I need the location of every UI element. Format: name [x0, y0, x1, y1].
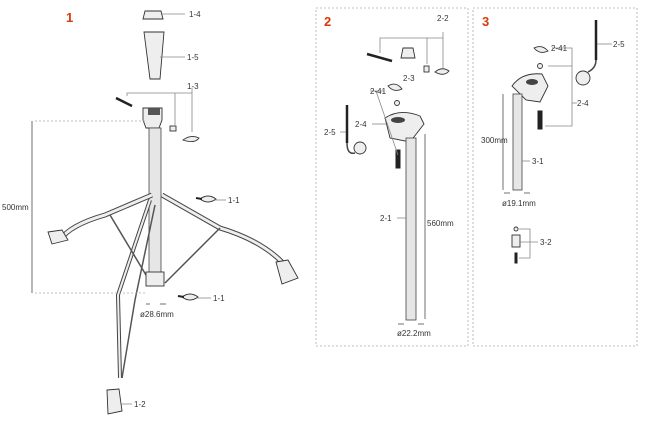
- label-2-41-section3: 2-41: [551, 44, 568, 53]
- section-2-number: 2: [324, 14, 331, 29]
- part-2-4-bolt-3: [537, 110, 543, 130]
- lower-bracket: [145, 271, 165, 287]
- label-1-2: 1-2: [134, 400, 146, 409]
- section-1-number: 1: [66, 10, 73, 25]
- label-2-4: 2-4: [355, 120, 367, 129]
- panel-3-frame: [472, 7, 638, 347]
- part-2-2-bolt: [366, 52, 393, 63]
- part-1-1-wingbolt-upper: [199, 195, 217, 203]
- dim-length-300: 300mm: [481, 136, 508, 145]
- label-3-1: 3-1: [532, 157, 544, 166]
- dim-diameter-28-6: ø28.6mm: [140, 310, 174, 319]
- part-2-3-clamp: [400, 47, 416, 59]
- part-1-2-foot: [106, 388, 123, 415]
- part-2-41-wingnut: [387, 83, 403, 91]
- foot-left: [47, 229, 69, 245]
- part-1-3-bolt: [115, 96, 133, 108]
- label-1-4: 1-4: [189, 10, 201, 19]
- part-3-2-cap: [511, 234, 521, 248]
- foot-right: [275, 259, 299, 285]
- dim-diameter-22-2: ø22.2mm: [397, 329, 431, 338]
- part-1-4-clamp: [142, 10, 164, 20]
- label-1-1-upper: 1-1: [228, 196, 240, 205]
- dim-diameter-19-1: ø19.1mm: [502, 199, 536, 208]
- part-1-1-wingbolt-lower: [181, 293, 199, 301]
- dim-height-500: 500mm: [2, 203, 29, 212]
- label-2-4-section3: 2-4: [577, 99, 589, 108]
- label-2-5-section3: 2-5: [613, 40, 625, 49]
- label-2-41: 2-41: [370, 87, 387, 96]
- part-2-5-ball-3: [575, 70, 591, 86]
- part-1-3-wingnut: [182, 135, 200, 143]
- panel-2-frame: [315, 7, 469, 347]
- label-1-5: 1-5: [187, 53, 199, 62]
- label-2-3: 2-3: [403, 74, 415, 83]
- arm-assembly-3-drawing: [502, 20, 612, 264]
- label-2-5: 2-5: [324, 128, 336, 137]
- part-2-5-ball: [353, 141, 367, 155]
- part-3-1-tube: [512, 93, 523, 191]
- label-3-2: 3-2: [540, 238, 552, 247]
- arm-assembly-2-drawing: [340, 32, 450, 325]
- label-2-1: 2-1: [380, 214, 392, 223]
- part-2-4-clamp: [384, 112, 425, 143]
- label-1-3: 1-3: [187, 82, 199, 91]
- stand-base-drawing: [31, 10, 299, 415]
- section-3-number: 3: [482, 14, 489, 29]
- label-2-2: 2-2: [437, 14, 449, 23]
- part-2-41-wingnut-3: [533, 46, 549, 53]
- part-2-1-tube: [405, 137, 417, 321]
- dim-length-560: 560mm: [427, 219, 454, 228]
- part-1-3-nut: [169, 125, 177, 132]
- part-1-5-sleeve: [143, 31, 165, 80]
- label-1-1-lower: 1-1: [213, 294, 225, 303]
- part-2-4-bolt: [395, 149, 401, 169]
